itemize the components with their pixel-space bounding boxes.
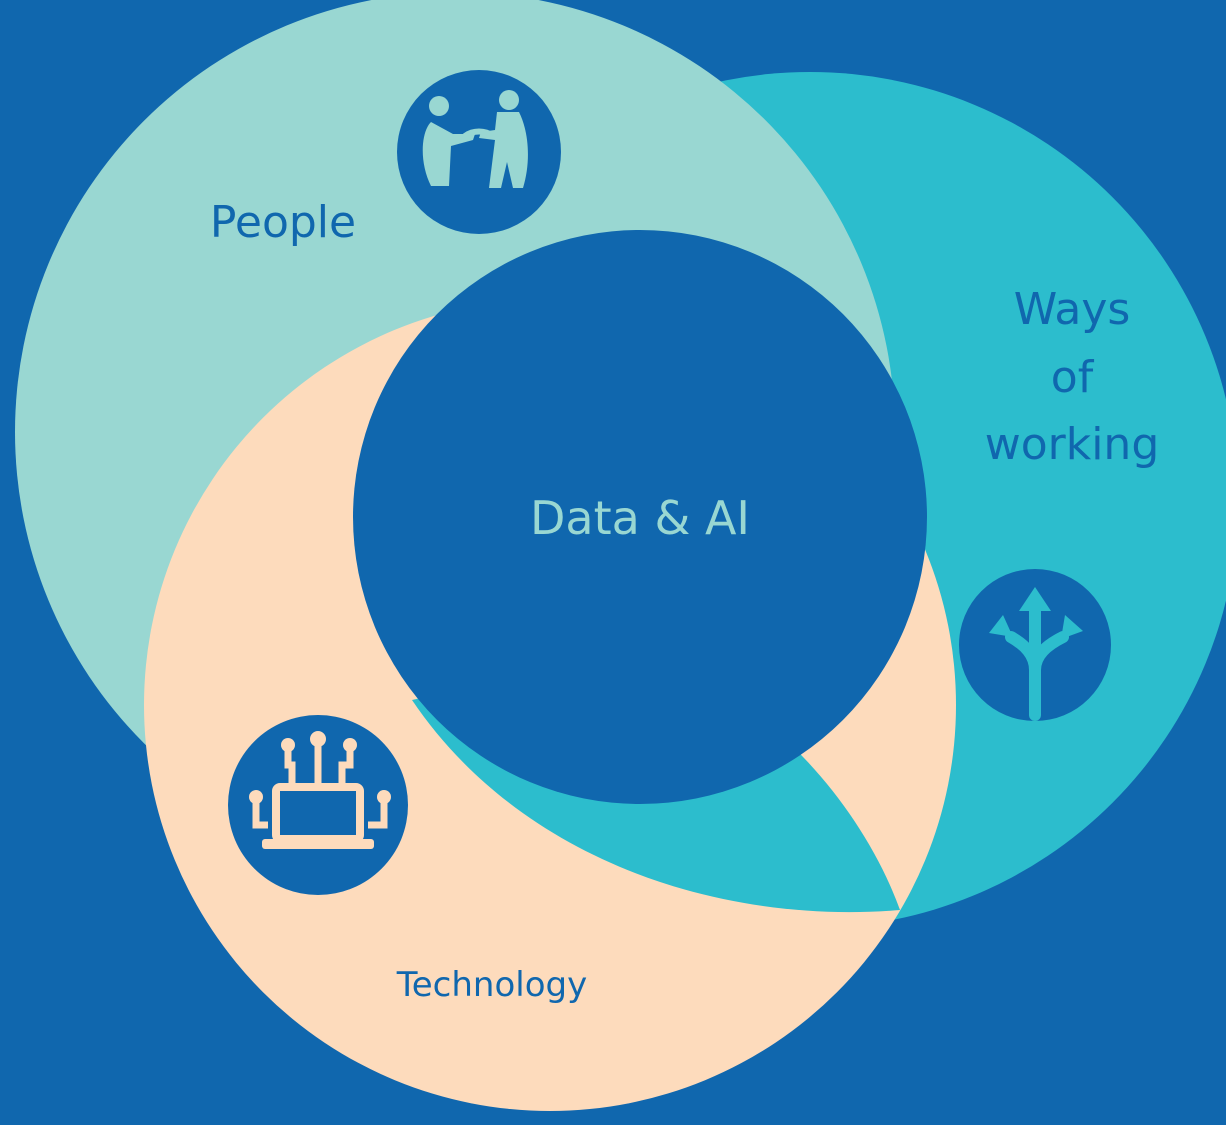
handshake-people-icon: [397, 70, 561, 234]
data-ai-circle: [353, 230, 927, 804]
people-label: People: [210, 197, 356, 248]
technology-label: Technology: [396, 965, 587, 1005]
data-ai-label: Data & AI: [530, 491, 750, 545]
ways-label-line-3: working: [985, 419, 1160, 470]
ways-label-line-2: of: [1051, 352, 1095, 403]
ways-label-line-1: Ways: [1014, 284, 1131, 335]
connected-laptop-icon: [228, 715, 408, 895]
diverging-arrows-icon: [959, 569, 1111, 721]
